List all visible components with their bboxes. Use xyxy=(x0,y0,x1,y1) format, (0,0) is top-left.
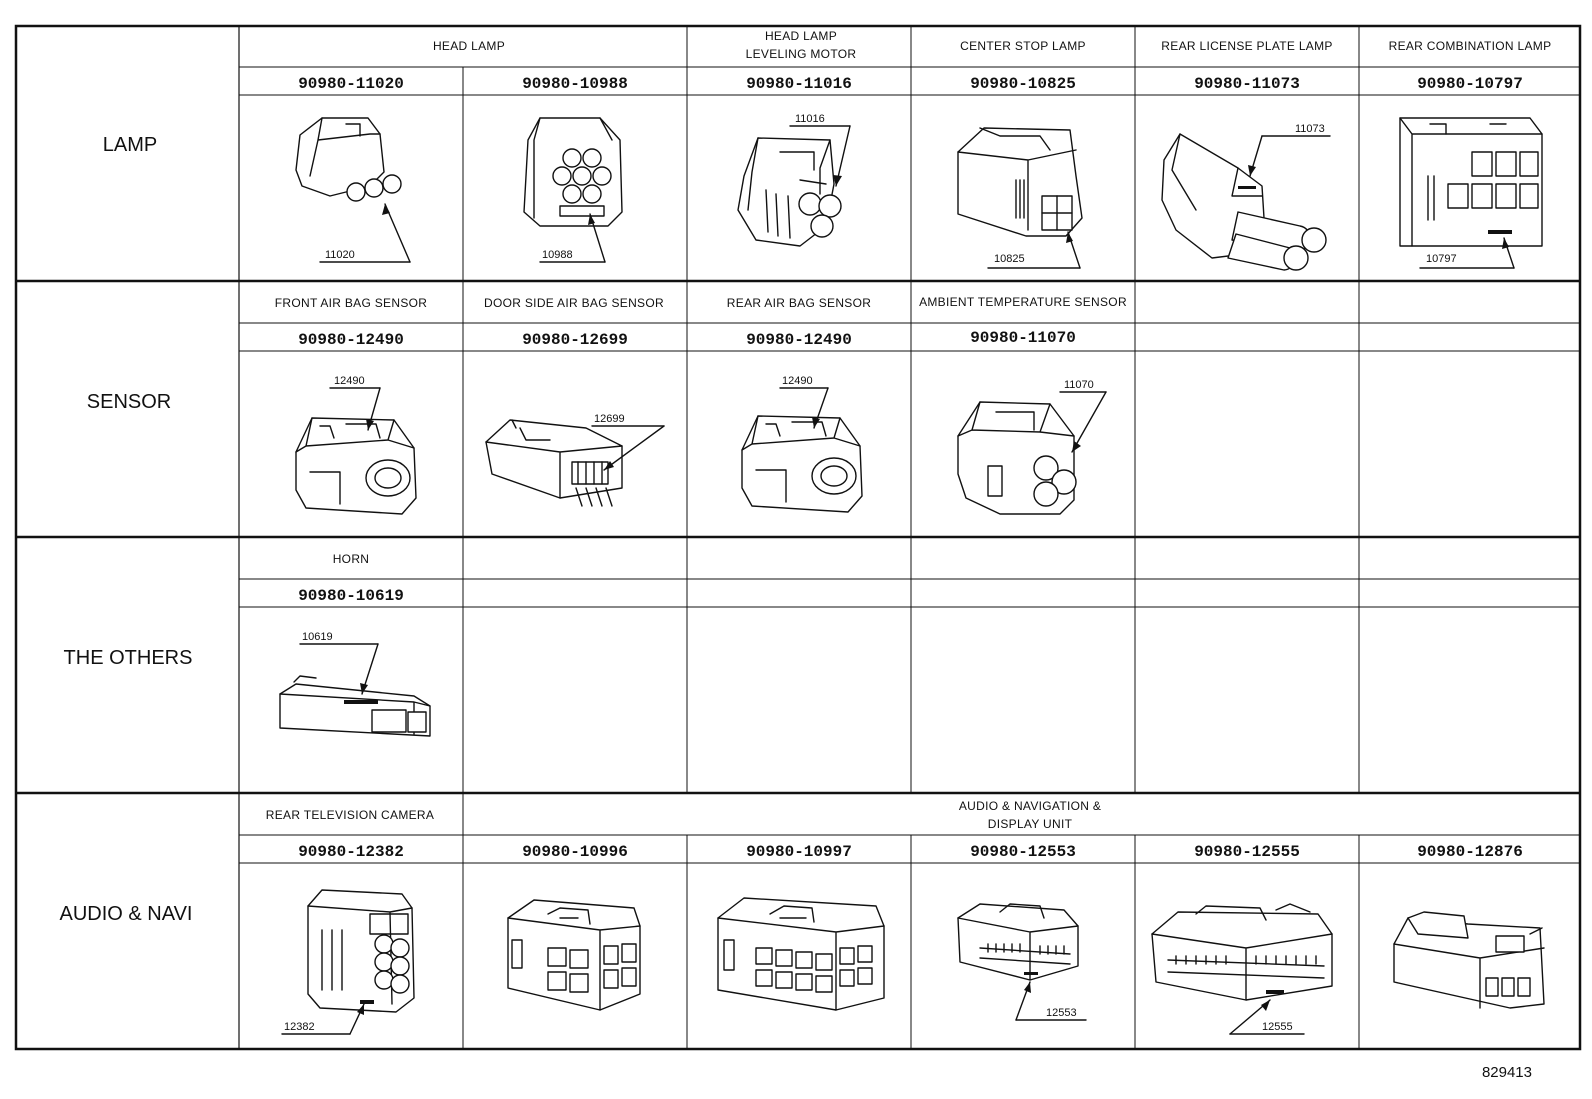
callout-label: 12699 xyxy=(594,413,625,425)
table-grid xyxy=(14,24,1582,1051)
callout-label: 11016 xyxy=(795,113,825,125)
callout-label: 10619 xyxy=(302,631,333,643)
category-label-sensor: SENSOR xyxy=(87,391,171,413)
connector-illustration-12555: 12555 xyxy=(1151,903,1333,1035)
callout-label: 11070 xyxy=(1064,379,1094,391)
connector-illustration-10988: 10988 xyxy=(523,117,623,263)
header-audio-navigation-line1: AUDIO & NAVIGATION & xyxy=(959,799,1101,813)
part-number: 90980-10619 xyxy=(298,587,404,605)
connector-illustration-10825: 10825 xyxy=(957,127,1083,269)
part-number: 90980-12699 xyxy=(522,331,628,349)
header-door-side-air-bag-sensor: DOOR SIDE AIR BAG SENSOR xyxy=(484,296,664,310)
connector-illustration-10996 xyxy=(507,899,641,1011)
header-leveling-line2: LEVELING MOTOR xyxy=(746,47,857,61)
callout-label: 11073 xyxy=(1295,123,1325,135)
header-rear-license-plate-lamp: REAR LICENSE PLATE LAMP xyxy=(1161,39,1332,53)
part-number: 90980-11073 xyxy=(1194,75,1300,93)
part-number: 90980-10797 xyxy=(1417,75,1523,93)
callout-label: 12382 xyxy=(284,1021,315,1033)
header-center-stop-lamp: CENTER STOP LAMP xyxy=(960,39,1086,53)
header-rear-combination-lamp: REAR COMBINATION LAMP xyxy=(1389,39,1552,53)
category-label-lamp: LAMP xyxy=(103,134,157,156)
callout-label: 12490 xyxy=(782,375,813,387)
part-number: 90980-11070 xyxy=(970,329,1076,347)
header-head-lamp: HEAD LAMP xyxy=(433,39,505,53)
connector-illustration-10797: 10797 xyxy=(1399,117,1543,269)
part-number: 90980-12555 xyxy=(1194,843,1300,861)
connector-illustration-10997 xyxy=(717,897,885,1011)
connector-illustration-12490-rear: 12490 xyxy=(741,375,863,513)
part-number: 90980-12382 xyxy=(298,843,404,861)
connector-illustration-11016: 11016 xyxy=(737,113,851,247)
callout-label: 10988 xyxy=(542,249,573,261)
connector-illustration-12553: 12553 xyxy=(957,903,1087,1021)
part-number: 90980-12490 xyxy=(298,331,404,349)
callout-label: 12490 xyxy=(334,375,365,387)
connector-illustration-11020: 11020 xyxy=(295,117,411,263)
header-horn: HORN xyxy=(333,552,370,566)
part-number: 90980-10996 xyxy=(522,843,628,861)
callout-label: 12555 xyxy=(1262,1021,1293,1033)
part-number: 90980-12490 xyxy=(746,331,852,349)
connector-illustration-12382: 12382 xyxy=(281,889,415,1035)
part-number: 90980-11020 xyxy=(298,75,404,93)
part-number: 90980-10825 xyxy=(970,75,1076,93)
connector-illustration-12490-front: 12490 xyxy=(295,375,417,515)
part-number: 90980-12553 xyxy=(970,843,1076,861)
header-rear-television-camera: REAR TELEVISION CAMERA xyxy=(266,808,434,822)
header-audio-navigation-line2: DISPLAY UNIT xyxy=(988,817,1073,831)
part-number: 90980-11016 xyxy=(746,75,852,93)
header-front-air-bag-sensor: FRONT AIR BAG SENSOR xyxy=(275,296,428,310)
callout-label: 11020 xyxy=(325,249,355,261)
category-label-others: THE OTHERS xyxy=(64,647,193,669)
header-leveling-line1: HEAD LAMP xyxy=(765,29,837,43)
category-label-audio-navi: AUDIO & NAVI xyxy=(60,903,193,925)
part-number: 90980-12876 xyxy=(1417,843,1523,861)
part-number: 90980-10988 xyxy=(522,75,628,93)
connector-illustration-12876 xyxy=(1393,911,1545,1009)
connector-illustration-11070: 11070 xyxy=(957,379,1107,515)
connector-illustration-10619: 10619 xyxy=(279,631,431,737)
connector-illustration-12699: 12699 xyxy=(485,413,665,507)
header-rear-air-bag-sensor: REAR AIR BAG SENSOR xyxy=(727,296,871,310)
figure-number: 829413 xyxy=(1482,1064,1532,1081)
connector-illustration-11073: 11073 xyxy=(1161,123,1331,271)
callout-label: 10825 xyxy=(994,253,1025,265)
header-ambient-temperature-sensor: AMBIENT TEMPERATURE SENSOR xyxy=(919,295,1127,309)
callout-label: 10797 xyxy=(1426,253,1457,265)
part-number: 90980-10997 xyxy=(746,843,852,861)
callout-label: 12553 xyxy=(1046,1007,1077,1019)
